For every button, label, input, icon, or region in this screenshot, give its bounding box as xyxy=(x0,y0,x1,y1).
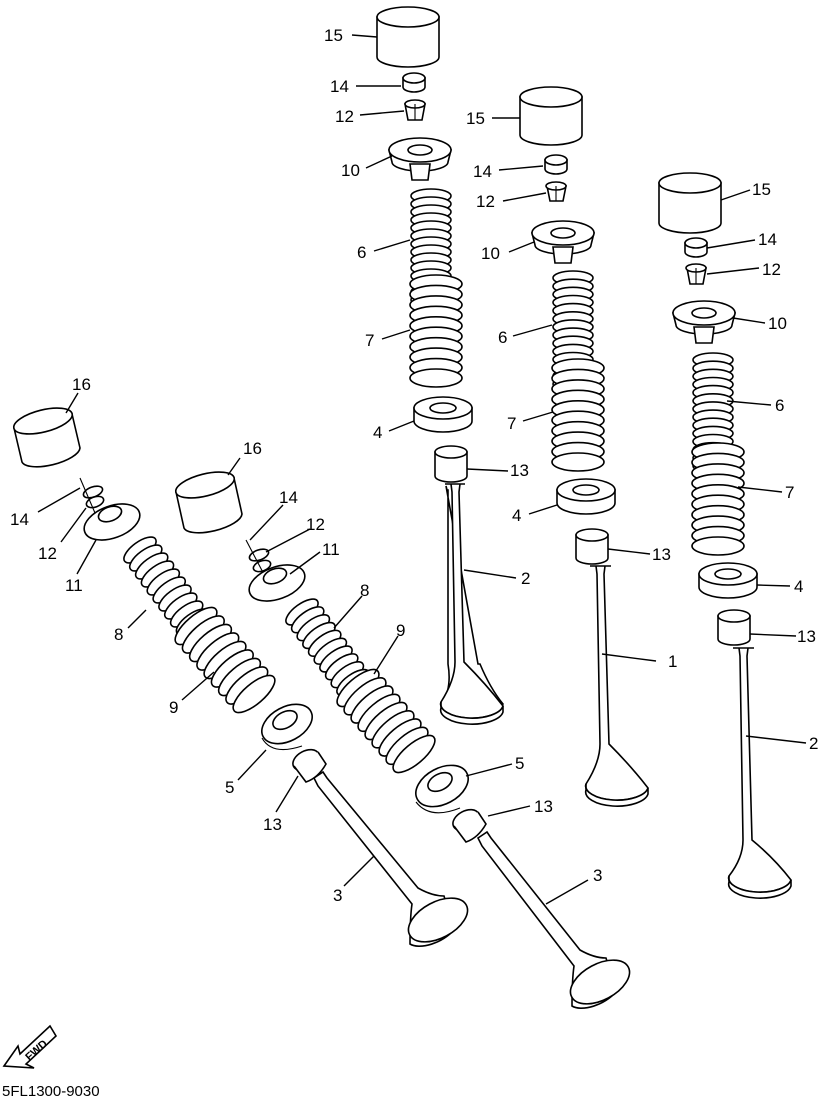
callout-13-a: 13 xyxy=(510,461,529,480)
outer-spring-c-coil xyxy=(691,536,745,556)
spring-seat-c xyxy=(698,562,758,599)
callout-6-b: 6 xyxy=(498,328,507,347)
callout-14-d: 14 xyxy=(10,510,29,529)
callout-2-a: 2 xyxy=(521,569,530,588)
callout-16-e: 16 xyxy=(243,439,262,458)
callout-13-e: 13 xyxy=(534,797,553,816)
callout-12-c: 12 xyxy=(762,260,781,279)
callout-13-c: 13 xyxy=(797,627,816,646)
spring-retainer-d xyxy=(83,503,141,541)
callout-11-d: 11 xyxy=(65,576,83,595)
leader-lines xyxy=(37,34,807,905)
adjusting-pad-c xyxy=(684,237,708,258)
valve-cotter-d xyxy=(79,477,105,521)
callout-15-a: 15 xyxy=(324,26,343,45)
callout-14-e: 14 xyxy=(279,488,298,507)
adjusting-pad-b xyxy=(544,154,568,175)
spring-retainer-c xyxy=(671,300,737,344)
outer-spring-e xyxy=(336,668,436,774)
valve-lifter-a xyxy=(376,6,440,68)
callout-5-d: 5 xyxy=(225,778,234,797)
callout-10-c: 10 xyxy=(768,314,787,333)
spring-seat-b xyxy=(556,478,616,515)
outer-spring-b xyxy=(551,358,605,472)
callout-16-d: 16 xyxy=(72,375,91,394)
callout-4-b: 4 xyxy=(512,506,521,525)
callout-10-a: 10 xyxy=(341,161,360,180)
valve-a xyxy=(439,483,504,725)
valve-lifter-c xyxy=(658,172,722,234)
callout-12-d: 12 xyxy=(38,544,57,563)
oil-seal-c xyxy=(717,609,751,646)
valve-b xyxy=(584,565,649,807)
valve-d xyxy=(312,770,469,947)
outer-spring-b-coil xyxy=(551,452,605,472)
callout-1-b: 1 xyxy=(668,652,677,671)
callout-7-a: 7 xyxy=(365,331,374,350)
oil-seal-a xyxy=(434,445,468,483)
callout-3-e: 3 xyxy=(593,866,602,885)
callout-11-e: 11 xyxy=(322,540,340,559)
spring-retainer-a xyxy=(387,137,453,181)
spring-seat-d xyxy=(261,703,313,751)
callout-13-b: 13 xyxy=(652,545,671,564)
callout-12-a: 12 xyxy=(335,107,354,126)
outer-spring-c xyxy=(691,442,745,556)
valve-lifter-b xyxy=(519,86,583,146)
forward-arrow-icon: FWD xyxy=(2,1024,58,1069)
callout-4-a: 4 xyxy=(373,423,382,442)
callout-14-c: 14 xyxy=(758,230,777,249)
callout-12-b: 12 xyxy=(476,192,495,211)
callout-labels: 15 14 12 10 6 7 4 13 2 15 14 12 10 6 7 4… xyxy=(10,26,818,905)
adjusting-pad-a xyxy=(402,72,426,93)
callout-5-e: 5 xyxy=(515,754,524,773)
outer-spring-d-coil xyxy=(232,674,276,714)
stack-d xyxy=(12,407,469,947)
stack-a xyxy=(376,6,504,725)
spring-retainer-b xyxy=(530,220,596,264)
stack-c xyxy=(658,172,792,899)
callout-7-c: 7 xyxy=(785,483,794,502)
drawing-code: 5FL1300-9030 xyxy=(2,1083,100,1100)
callout-6-c: 6 xyxy=(775,396,784,415)
callout-7-b: 7 xyxy=(507,414,516,433)
oil-seal-b xyxy=(575,528,609,565)
outer-spring-d xyxy=(174,606,276,714)
stack-e xyxy=(174,471,631,1009)
callout-8-e: 8 xyxy=(360,581,369,600)
callout-13-d: 13 xyxy=(263,815,282,834)
valve-e xyxy=(476,830,631,1009)
outer-spring-a-coil xyxy=(409,368,463,388)
valve-cotter-a xyxy=(404,99,426,121)
spring-seat-a xyxy=(413,396,473,433)
valve-cotter-b xyxy=(545,181,567,202)
callout-9-e: 9 xyxy=(396,621,405,640)
callout-9-d: 9 xyxy=(169,698,178,717)
callout-12-e: 12 xyxy=(306,515,325,534)
callout-14-b: 14 xyxy=(473,162,492,181)
callout-10-b: 10 xyxy=(481,244,500,263)
callout-6-a: 6 xyxy=(357,243,366,262)
callout-2-c: 2 xyxy=(809,734,818,753)
inner-spring-a xyxy=(410,188,452,308)
oil-seal-e xyxy=(452,808,487,843)
valve-cotter-c xyxy=(685,263,707,285)
valve-c xyxy=(727,647,792,899)
callout-8-d: 8 xyxy=(114,625,123,644)
callout-15-c: 15 xyxy=(752,180,771,199)
callout-15-b: 15 xyxy=(466,109,485,128)
callout-3-d: 3 xyxy=(333,886,342,905)
valve-lifter-d xyxy=(12,407,81,468)
spring-seat-e xyxy=(415,764,469,814)
valve-lifter-e xyxy=(174,471,243,534)
callout-14-a: 14 xyxy=(330,77,349,96)
stack-b xyxy=(519,86,649,807)
callout-4-c: 4 xyxy=(794,577,803,596)
outer-spring-e-coil xyxy=(392,734,436,774)
outer-spring-a xyxy=(409,274,463,388)
